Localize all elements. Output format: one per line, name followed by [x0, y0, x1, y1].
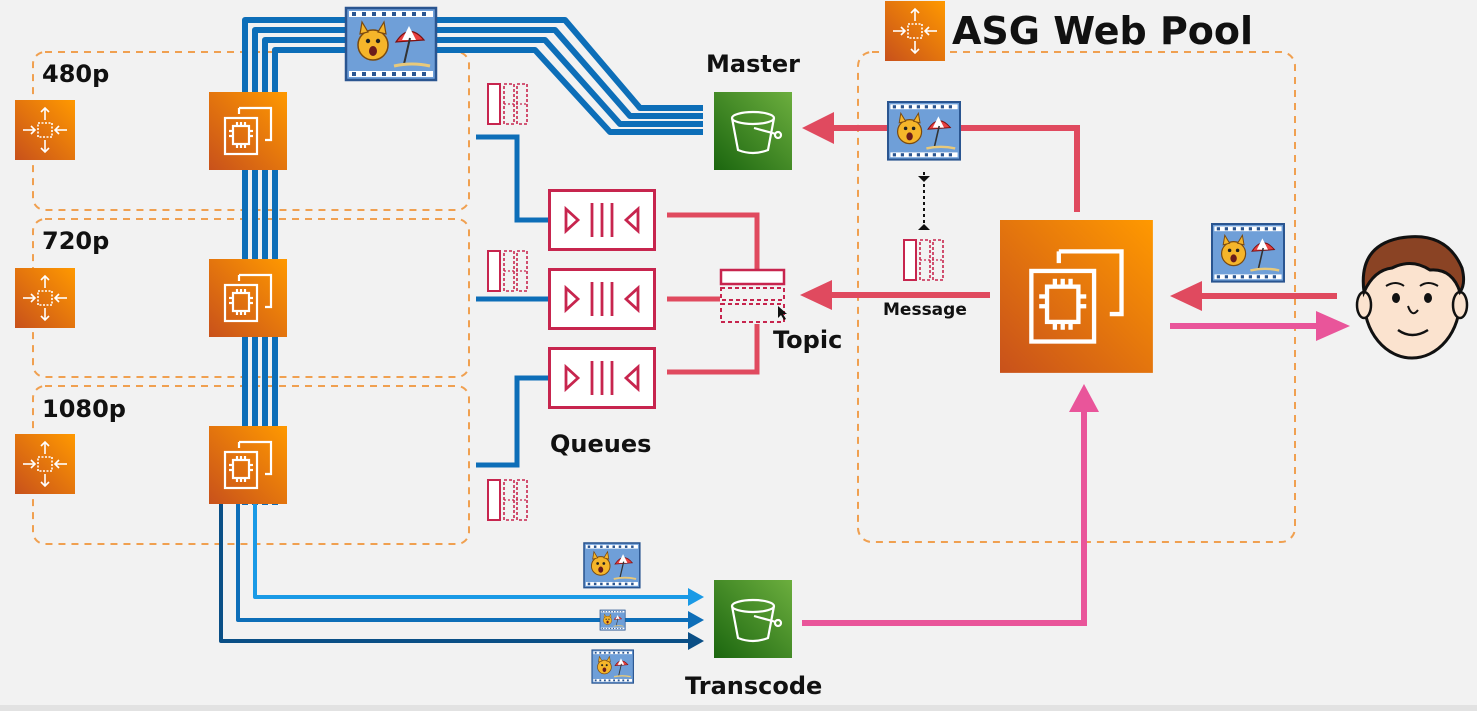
- master-bucket-label: Master: [706, 50, 800, 78]
- ec2-instance-icon: [207, 90, 289, 172]
- queues-label: Queues: [550, 430, 652, 458]
- video-file-icon: [1210, 222, 1286, 283]
- video-file-icon: [591, 649, 635, 684]
- s3-bucket-icon: [712, 90, 794, 172]
- tier-label-720p: 720p: [42, 227, 110, 255]
- autoscaling-icon: [14, 267, 76, 329]
- arrow-head: [918, 176, 930, 182]
- arrow-head: [688, 611, 704, 629]
- sns-topic-icon: [719, 268, 787, 323]
- video-file-icon: [599, 609, 626, 631]
- transcode-bucket-label: Transcode: [685, 672, 823, 700]
- message-icon: [487, 479, 528, 521]
- queue-to-worker-flows: [476, 134, 548, 468]
- autoscaling-icon: [14, 433, 76, 495]
- message-label: Message: [883, 300, 967, 320]
- topic-label: Topic: [773, 326, 843, 354]
- arrow-head: [1069, 384, 1099, 412]
- master-to-workers-flows: [242, 17, 703, 505]
- web-server-ec2-icon: [1000, 220, 1153, 373]
- message-icon: [487, 83, 528, 125]
- arrow-head: [800, 280, 832, 310]
- transcode-to-web-flow: [802, 408, 1087, 626]
- bottom-divider: [0, 705, 1477, 711]
- arrow-head: [1316, 311, 1350, 341]
- page-title: ASG Web Pool: [952, 9, 1254, 53]
- video-file-icon: [344, 6, 438, 82]
- workers-to-transcode-flows: [219, 500, 690, 643]
- s3-bucket-icon: [712, 578, 794, 660]
- arrow-head: [1170, 281, 1202, 311]
- user-avatar-icon: [1355, 235, 1469, 360]
- ec2-instance-icon: [207, 257, 289, 339]
- sqs-queue-icon: [548, 189, 656, 251]
- message-icon: [487, 250, 528, 292]
- tier-label-480p: 480p: [42, 60, 110, 88]
- arrow-head: [802, 112, 834, 144]
- sqs-queue-icon: [548, 347, 656, 409]
- topic-fanout-flows: [667, 212, 760, 375]
- autoscaling-icon: [884, 0, 946, 62]
- message-icon: [903, 239, 944, 281]
- autoscaling-icon: [14, 99, 76, 161]
- video-file-icon: [886, 100, 962, 161]
- video-file-icon: [583, 542, 641, 589]
- arrow-head: [688, 588, 704, 606]
- sqs-queue-icon: [548, 268, 656, 330]
- arrow-head: [688, 632, 704, 650]
- arrow-head: [918, 224, 930, 230]
- tier-label-1080p: 1080p: [42, 395, 126, 423]
- ec2-instance-icon: [207, 424, 289, 506]
